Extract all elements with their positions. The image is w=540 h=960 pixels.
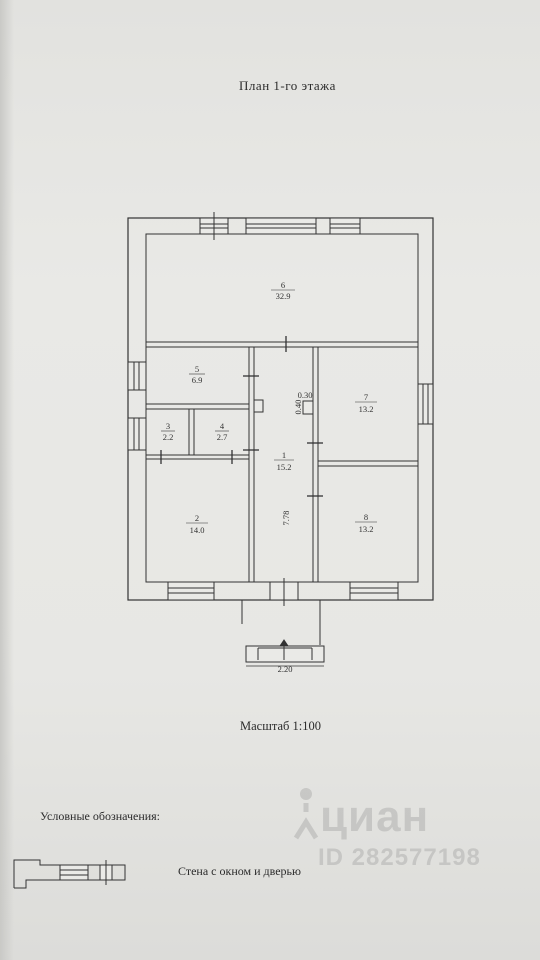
room-2-number: 2 xyxy=(195,513,199,523)
room-7-area: 13.2 xyxy=(359,404,374,414)
legend-wall-window-door-label: Стена с окном и дверью xyxy=(178,864,301,878)
corridor-length-dim: 7.78 xyxy=(281,511,291,526)
page-edge-shadow xyxy=(0,0,14,960)
dimension-labels: 0.30 0.40 7.78 2.20 xyxy=(278,390,313,674)
plan-title: План 1-го этажа xyxy=(239,78,336,93)
legend-heading: Условные обозначения: xyxy=(40,809,161,823)
window-bottom-left xyxy=(167,581,215,601)
room-1-number: 1 xyxy=(282,450,286,460)
room-3-number: 3 xyxy=(166,421,170,431)
room-1-area: 15.2 xyxy=(277,462,292,472)
door-marks xyxy=(160,336,323,497)
window-top-middle xyxy=(245,217,317,235)
interior-walls xyxy=(146,341,418,582)
column-depth-dim: 0.40 xyxy=(293,400,303,415)
window-bottom-right xyxy=(349,581,399,601)
room-4-number: 4 xyxy=(220,421,225,431)
window-left-lower xyxy=(127,417,147,451)
room-7-number: 7 xyxy=(364,392,368,402)
column-small xyxy=(253,399,264,413)
watermark-id: ID 282577198 xyxy=(318,844,481,871)
room-5-number: 5 xyxy=(195,364,199,374)
porch-width-dim: 2.20 xyxy=(278,664,293,674)
column-width-dim: 0.30 xyxy=(298,390,313,400)
room-8-number: 8 xyxy=(364,512,368,522)
watermark-logo-icon xyxy=(293,788,319,840)
window-top-left xyxy=(199,212,229,240)
room-6-area: 32.9 xyxy=(276,291,291,301)
room-8-area: 13.2 xyxy=(359,524,374,534)
room-3-area: 2.2 xyxy=(163,432,174,442)
entrance-door xyxy=(269,578,299,606)
watermark-name: циан xyxy=(320,792,430,841)
room-4-area: 2.7 xyxy=(217,432,228,442)
column xyxy=(302,400,314,415)
legend-symbol xyxy=(13,859,126,889)
window-left-upper xyxy=(127,361,147,391)
room-6-number: 6 xyxy=(281,280,285,290)
porch xyxy=(241,600,325,667)
window-right xyxy=(417,383,434,425)
room-2-area: 14.0 xyxy=(190,525,205,535)
room-labels: 6 32.9 5 6.9 3 2.2 4 2.7 1 15.2 7 13.2 2… xyxy=(161,280,377,535)
window-top-right xyxy=(329,217,361,235)
room-5-area: 6.9 xyxy=(192,375,203,385)
scale-label: Масштаб 1:100 xyxy=(240,719,321,733)
